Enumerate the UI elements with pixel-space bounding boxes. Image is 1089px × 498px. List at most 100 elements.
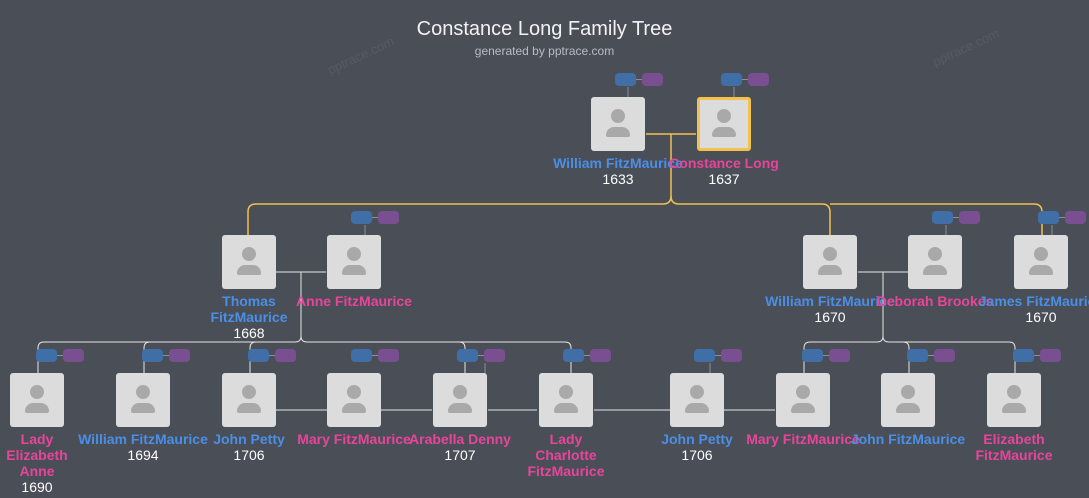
page-subtitle: generated by pptrace.com <box>474 44 615 58</box>
birth-year: 1668 <box>233 325 265 341</box>
expand-spouse-button[interactable] <box>275 349 296 362</box>
expand-spouse-button[interactable] <box>829 349 850 362</box>
expand-parents-button[interactable] <box>248 349 269 362</box>
avatar-icon <box>433 373 487 427</box>
avatar-icon <box>697 97 751 151</box>
expand-parents-button[interactable] <box>563 349 584 362</box>
person-name: John FitzMaurice <box>850 431 966 447</box>
person-name: Anne FitzMaurice <box>296 293 412 309</box>
person-card[interactable]: Lady Charlotte FitzMaurice <box>501 373 631 479</box>
birth-year: 1633 <box>602 171 634 187</box>
person-name: Constance Long <box>669 155 779 171</box>
expand-spouse-button[interactable] <box>721 349 742 362</box>
person-card[interactable]: John Petty 1706 <box>184 373 314 463</box>
person-name: Mary FitzMaurice <box>297 431 411 447</box>
expand-spouse-button[interactable] <box>642 73 663 86</box>
person-name: William FitzMaurice <box>765 293 895 309</box>
expand-parents-button[interactable] <box>1038 211 1059 224</box>
person-card[interactable]: William FitzMaurice 1694 <box>78 373 208 463</box>
person-name: John Petty <box>661 431 733 447</box>
person-card[interactable]: John FitzMaurice <box>843 373 973 447</box>
avatar-icon <box>670 373 724 427</box>
person-card[interactable]: Deborah Brookes <box>870 235 1000 309</box>
expand-spouse-button[interactable] <box>959 211 980 224</box>
avatar-icon <box>776 373 830 427</box>
node-button-group <box>907 349 963 363</box>
person-name: Arabella Denny <box>409 431 511 447</box>
node-button-group <box>351 349 407 363</box>
avatar-icon <box>222 235 276 289</box>
avatar-icon <box>881 373 935 427</box>
birth-year: 1694 <box>127 447 159 463</box>
person-name: Lady Charlotte FitzMaurice <box>527 431 605 479</box>
node-button-group <box>802 349 858 363</box>
person-card[interactable]: William FitzMaurice 1633 <box>553 97 683 187</box>
person-card[interactable]: Anne FitzMaurice <box>289 235 419 309</box>
node-button-group <box>615 73 671 87</box>
person-name: Deborah Brookes <box>876 293 994 309</box>
person-card[interactable]: Thomas FitzMaurice 1668 <box>184 235 314 341</box>
node-button-group <box>1038 211 1089 225</box>
birth-year: 1670 <box>1025 309 1057 325</box>
birth-year: 1670 <box>814 309 846 325</box>
person-card-focus[interactable]: Constance Long 1637 <box>659 97 789 187</box>
person-name: James FitzMaurice <box>978 293 1089 309</box>
node-button-group <box>1013 349 1069 363</box>
avatar-icon <box>987 373 1041 427</box>
expand-parents-button[interactable] <box>1013 349 1034 362</box>
node-button-group <box>248 349 304 363</box>
expand-spouse-button[interactable] <box>378 211 399 224</box>
expand-spouse-button[interactable] <box>63 349 84 362</box>
person-card[interactable]: James FitzMaurice 1670 <box>976 235 1089 325</box>
avatar-icon <box>327 235 381 289</box>
node-button-group <box>721 73 777 87</box>
person-card[interactable]: Mary FitzMaurice <box>738 373 868 447</box>
avatar-icon <box>327 373 381 427</box>
expand-spouse-button[interactable] <box>378 349 399 362</box>
expand-parents-button[interactable] <box>802 349 823 362</box>
person-name: William FitzMaurice <box>78 431 208 447</box>
person-card[interactable]: Arabella Denny 1707 <box>395 373 525 463</box>
birth-year: 1690 <box>21 479 53 495</box>
expand-spouse-button[interactable] <box>1040 349 1061 362</box>
page-title: Constance Long Family Tree <box>416 18 673 40</box>
avatar-icon <box>1014 235 1068 289</box>
node-button-group <box>142 349 198 363</box>
person-name: Lady Elizabeth Anne <box>6 431 68 479</box>
birth-year: 1706 <box>233 447 265 463</box>
node-button-group <box>457 349 513 363</box>
node-button-group <box>694 349 750 363</box>
person-card[interactable]: Elizabeth FitzMaurice <box>949 373 1079 463</box>
birth-year: 1707 <box>444 447 476 463</box>
avatar-icon <box>116 373 170 427</box>
birth-year: 1706 <box>681 447 713 463</box>
expand-parents-button[interactable] <box>351 349 372 362</box>
expand-spouse-button[interactable] <box>1065 211 1086 224</box>
expand-parents-button[interactable] <box>142 349 163 362</box>
node-button-group <box>563 349 619 363</box>
expand-parents-button[interactable] <box>36 349 57 362</box>
avatar-icon <box>803 235 857 289</box>
expand-spouse-button[interactable] <box>484 349 505 362</box>
person-card[interactable]: John Petty 1706 <box>632 373 762 463</box>
person-card[interactable]: Mary FitzMaurice <box>289 373 419 447</box>
expand-parents-button[interactable] <box>932 211 953 224</box>
expand-parents-button[interactable] <box>351 211 372 224</box>
expand-parents-button[interactable] <box>721 73 742 86</box>
node-button-group <box>932 211 988 225</box>
avatar-icon <box>222 373 276 427</box>
expand-parents-button[interactable] <box>694 349 715 362</box>
expand-parents-button[interactable] <box>907 349 928 362</box>
avatar-icon <box>10 373 64 427</box>
expand-spouse-button[interactable] <box>748 73 769 86</box>
expand-spouse-button[interactable] <box>934 349 955 362</box>
birth-year: 1637 <box>708 171 740 187</box>
expand-parents-button[interactable] <box>457 349 478 362</box>
person-name: John Petty <box>213 431 285 447</box>
person-card[interactable]: William FitzMaurice 1670 <box>765 235 895 325</box>
person-name: Mary FitzMaurice <box>746 431 860 447</box>
person-card[interactable]: Lady Elizabeth Anne 1690 <box>0 373 102 495</box>
expand-spouse-button[interactable] <box>590 349 611 362</box>
expand-parents-button[interactable] <box>615 73 636 86</box>
expand-spouse-button[interactable] <box>169 349 190 362</box>
